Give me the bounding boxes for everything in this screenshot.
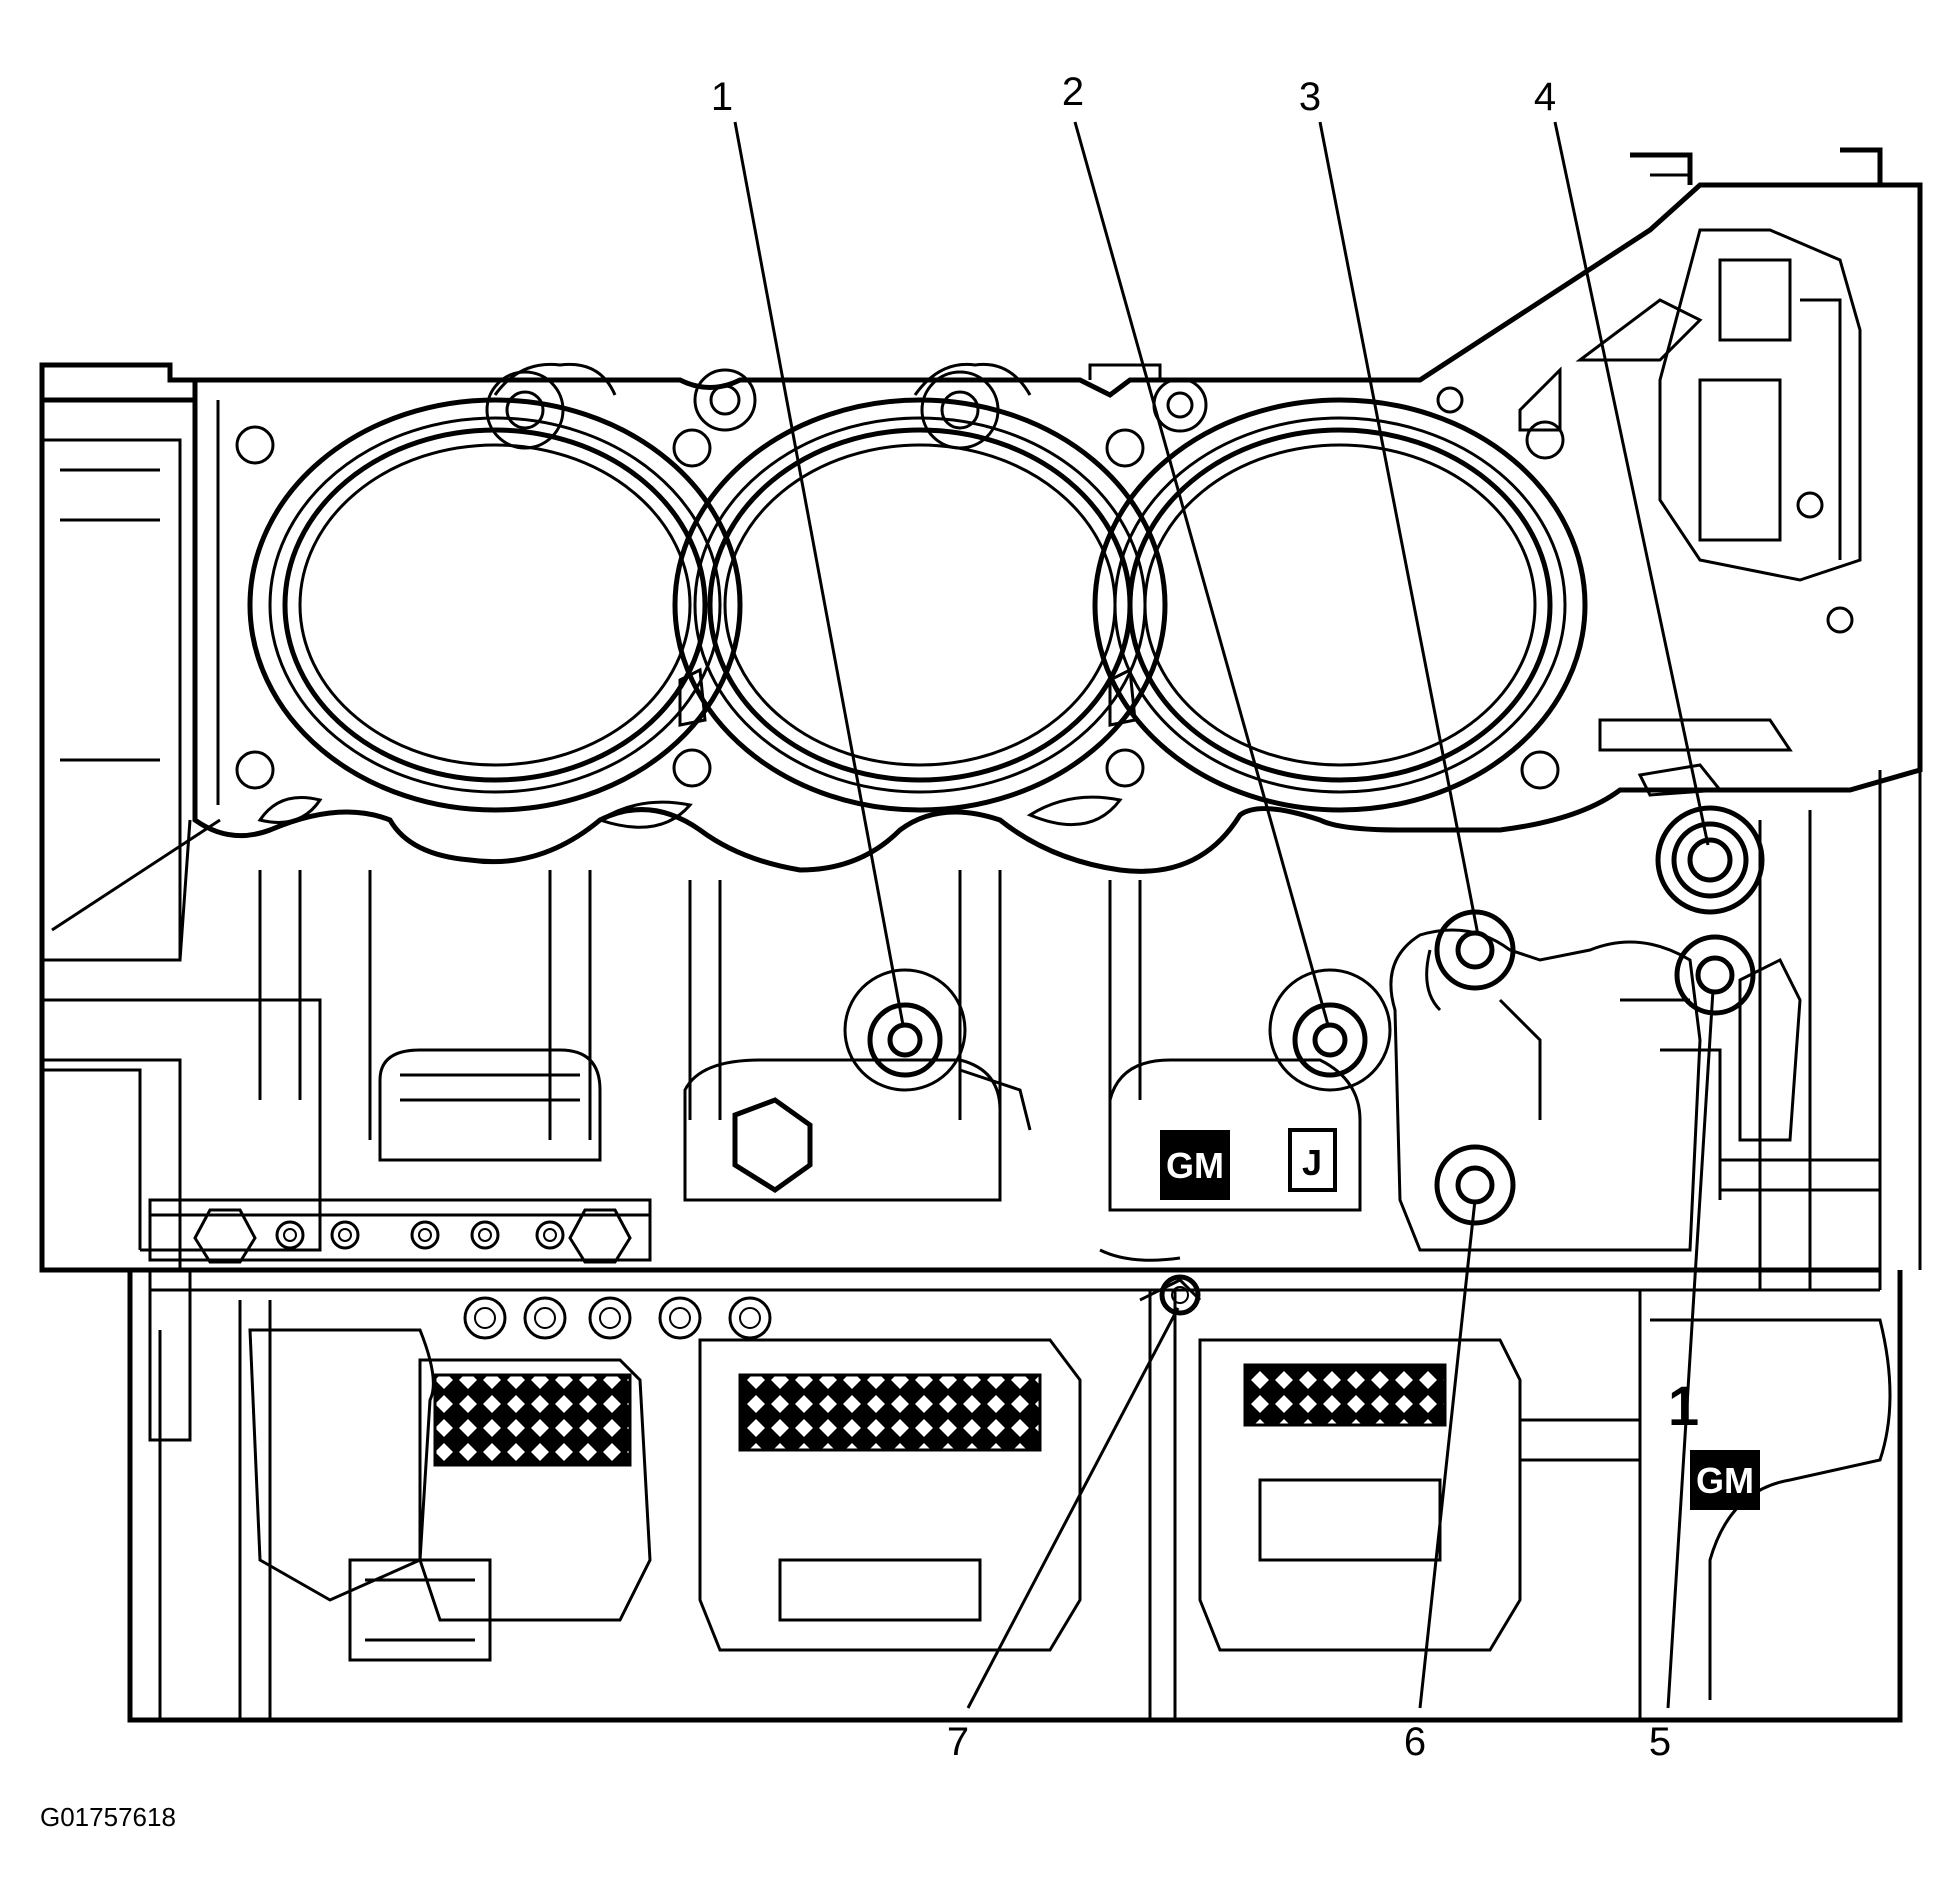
gm-logo-upper bbox=[1160, 1130, 1230, 1200]
leader-lines bbox=[733, 121, 1715, 1709]
callout-2: 2 bbox=[1062, 70, 1084, 114]
gm-logo-upper-text: GM bbox=[1166, 1145, 1224, 1186]
callout-3: 3 bbox=[1299, 75, 1321, 119]
head-gasket bbox=[192, 182, 1923, 874]
block-body: GM J bbox=[42, 810, 1880, 1292]
callout-1: 1 bbox=[711, 75, 733, 119]
callout-5: 5 bbox=[1649, 1720, 1671, 1764]
casting-number: 1 bbox=[1668, 1374, 1699, 1437]
callout-7: 7 bbox=[947, 1720, 969, 1764]
gm-logo-lower bbox=[1690, 1450, 1760, 1510]
figure-id: G01757618 bbox=[40, 1802, 176, 1832]
fasteners bbox=[843, 805, 1765, 1316]
callout-4: 4 bbox=[1534, 75, 1556, 119]
callout-6: 6 bbox=[1404, 1720, 1426, 1764]
lower-crankcase: GM 1 bbox=[127, 1270, 1903, 1723]
casting-mark: J bbox=[1302, 1142, 1322, 1183]
gm-logo-lower-text: GM bbox=[1696, 1460, 1754, 1501]
block-left-end bbox=[39, 362, 322, 1442]
callout-labels: 1 2 3 4 5 6 7 bbox=[711, 70, 1671, 1764]
timing-end bbox=[1518, 147, 1922, 1290]
